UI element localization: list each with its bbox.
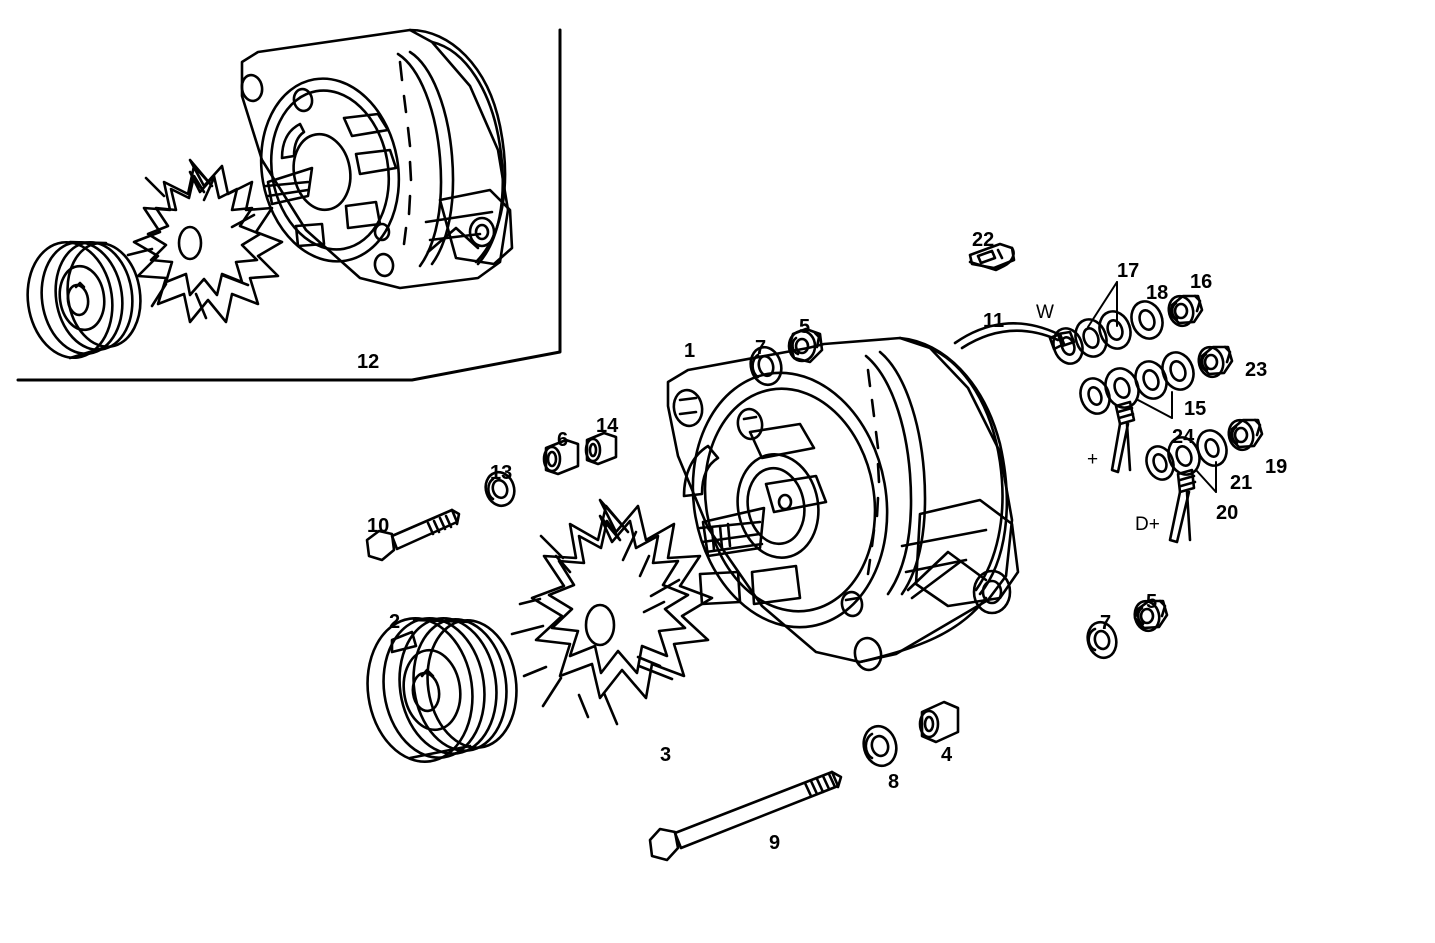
- callout-20: 20: [1216, 502, 1239, 524]
- callout-15: 15: [1184, 398, 1207, 420]
- flat-washer-lower-right: [1086, 620, 1118, 660]
- label-terminal-d-plus: D+: [1135, 514, 1160, 535]
- label-terminal-w: W: [1036, 302, 1054, 323]
- hex-nut-23: [1197, 345, 1234, 379]
- small-washer: [484, 470, 516, 508]
- callout-4: 4: [941, 744, 953, 766]
- inset-frame: [16, 28, 562, 382]
- terminal-lug-24: [1079, 360, 1173, 474]
- clip-bracket: [968, 242, 1016, 272]
- callout-8: 8: [888, 771, 900, 793]
- callout-2: 2: [389, 611, 401, 633]
- terminal-w-stub: [1048, 332, 1066, 351]
- cooling-fan: [510, 498, 714, 726]
- callout-13: 13: [490, 462, 513, 484]
- washer-pair-17: [1052, 281, 1132, 365]
- spacer-sleeve: [918, 700, 960, 744]
- washer-18: [1130, 300, 1164, 340]
- callout-23: 23: [1245, 359, 1268, 381]
- callout-6: 6: [557, 429, 569, 451]
- callout-21: 21: [1230, 472, 1253, 494]
- washer-21: [1196, 429, 1228, 467]
- callout-12: 12: [357, 351, 380, 373]
- callout-1: 1: [684, 340, 696, 362]
- callout-24: 24: [1172, 426, 1195, 448]
- alternator-body: [666, 336, 1020, 672]
- terminal-lug-20: [1145, 436, 1217, 544]
- callout-5-upper: 5: [799, 316, 811, 338]
- label-terminal-plus: +: [1087, 449, 1099, 470]
- callout-7-lower: 7: [1100, 612, 1112, 634]
- washer-stack-15: [1161, 351, 1195, 391]
- callout-19: 19: [1265, 456, 1288, 478]
- inset-fan: [126, 158, 284, 324]
- callout-16: 16: [1190, 271, 1213, 293]
- flat-washer-upper: [749, 345, 783, 387]
- callout-9: 9: [769, 832, 781, 854]
- callout-10: 10: [367, 515, 390, 537]
- inset-alternator-body: [240, 28, 514, 290]
- hex-nut-16: [1167, 294, 1204, 328]
- callout-5-lower: 5: [1146, 591, 1158, 613]
- callout-14: 14: [596, 415, 619, 437]
- callout-7-upper: 7: [755, 337, 767, 359]
- callout-18: 18: [1146, 282, 1169, 304]
- bushing-large: [542, 438, 580, 476]
- hex-nut-upper: [787, 327, 824, 364]
- inset-pulley: [26, 240, 142, 360]
- hex-nut-lower: [1133, 599, 1169, 633]
- callout-17: 17: [1117, 260, 1140, 282]
- bushing-small: [584, 431, 618, 466]
- hex-nut-19: [1227, 418, 1264, 452]
- callout-11: 11: [983, 310, 1005, 332]
- callout-22: 22: [972, 229, 995, 251]
- long-bolt: [648, 770, 843, 862]
- short-bolt: [365, 508, 461, 562]
- pulley: [366, 617, 518, 763]
- flat-washer-lower: [862, 724, 898, 768]
- callout-3: 3: [660, 744, 672, 766]
